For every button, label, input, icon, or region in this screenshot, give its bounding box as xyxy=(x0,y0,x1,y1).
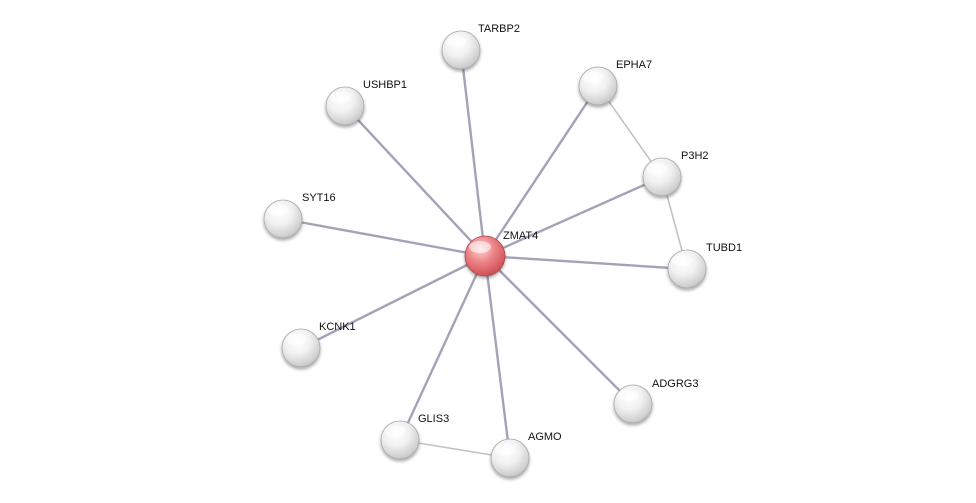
edge-zmat4-syt16[interactable] xyxy=(281,217,487,258)
node-highlight xyxy=(617,389,639,402)
edge-zmat4-epha7[interactable] xyxy=(483,84,600,258)
edge-zmat4-glis3[interactable] xyxy=(398,254,487,442)
node-label-p3h2: P3H2 xyxy=(681,150,709,162)
node-highlight xyxy=(671,254,693,267)
node-agmo[interactable]: AGMO xyxy=(490,431,562,478)
node-label-syt16: SYT16 xyxy=(302,192,336,204)
node-highlight xyxy=(285,333,307,346)
edge-zmat4-adgrg3[interactable] xyxy=(483,254,635,406)
node-label-kcnk1: KCNK1 xyxy=(319,321,356,333)
node-highlight xyxy=(469,241,491,253)
node-highlight xyxy=(384,425,406,438)
node-highlight xyxy=(445,35,467,48)
node-label-agmo: AGMO xyxy=(528,431,562,443)
node-label-zmat4: ZMAT4 xyxy=(503,230,538,242)
node-tubd1[interactable]: TUBD1 xyxy=(667,242,742,289)
edge-zmat4-p3h2[interactable] xyxy=(483,175,664,258)
node-epha7[interactable]: EPHA7 xyxy=(578,59,652,106)
node-label-tarbp2: TARBP2 xyxy=(478,23,520,35)
node-glis3[interactable]: GLIS3 xyxy=(380,413,449,460)
node-label-tubd1: TUBD1 xyxy=(706,242,742,254)
node-zmat4[interactable]: ZMAT4 xyxy=(464,230,538,277)
node-highlight xyxy=(267,204,289,217)
edge-zmat4-kcnk1[interactable] xyxy=(299,254,487,350)
node-label-epha7: EPHA7 xyxy=(616,59,652,71)
node-highlight xyxy=(329,91,351,104)
node-ushbp1[interactable]: USHBP1 xyxy=(325,79,407,126)
node-highlight xyxy=(582,71,604,84)
node-tarbp2[interactable]: TARBP2 xyxy=(441,23,520,70)
node-syt16[interactable]: SYT16 xyxy=(263,192,336,239)
node-adgrg3[interactable]: ADGRG3 xyxy=(613,378,698,424)
node-label-adgrg3: ADGRG3 xyxy=(652,378,698,390)
node-label-ushbp1: USHBP1 xyxy=(363,79,407,91)
edge-zmat4-tubd1[interactable] xyxy=(483,254,689,271)
node-p3h2[interactable]: P3H2 xyxy=(642,150,709,197)
edge-zmat4-ushbp1[interactable] xyxy=(343,104,487,258)
node-highlight xyxy=(494,443,516,456)
edge-zmat4-agmo[interactable] xyxy=(483,254,512,460)
node-label-glis3: GLIS3 xyxy=(418,413,449,425)
edge-zmat4-tarbp2[interactable] xyxy=(459,48,487,258)
node-highlight xyxy=(646,162,668,175)
node-kcnk1[interactable]: KCNK1 xyxy=(281,321,356,368)
